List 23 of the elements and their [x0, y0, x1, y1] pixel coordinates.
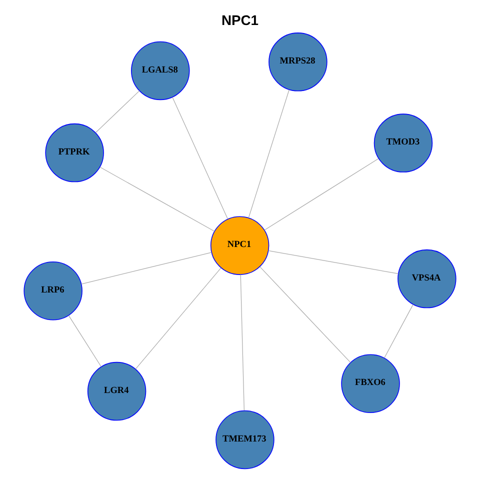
connector [68, 315, 102, 368]
connector [81, 252, 212, 284]
node-circle: MRPS28 [268, 32, 328, 92]
node-circle: PTPRK [45, 123, 104, 182]
connector [172, 96, 228, 220]
connector [268, 250, 399, 274]
node-circle: LRP6 [24, 262, 82, 320]
node-circle: LGR4 [87, 362, 146, 421]
diagram-title: NPC1 [221, 12, 259, 28]
node-circle: FBXO6 [341, 354, 400, 413]
node-circle: TMEM173 [216, 410, 274, 470]
node-circle: VPS4A [398, 249, 456, 308]
connector [95, 90, 140, 133]
node-circle: TMOD3 [374, 114, 433, 172]
connector [135, 268, 222, 370]
connector [100, 166, 215, 232]
connector [240, 274, 244, 411]
connector [248, 90, 290, 218]
connector [384, 304, 414, 358]
node-circle: LGALS8 [131, 41, 190, 100]
node-circle: NPC1 [210, 216, 270, 275]
connector [264, 158, 379, 230]
connector [260, 266, 351, 363]
